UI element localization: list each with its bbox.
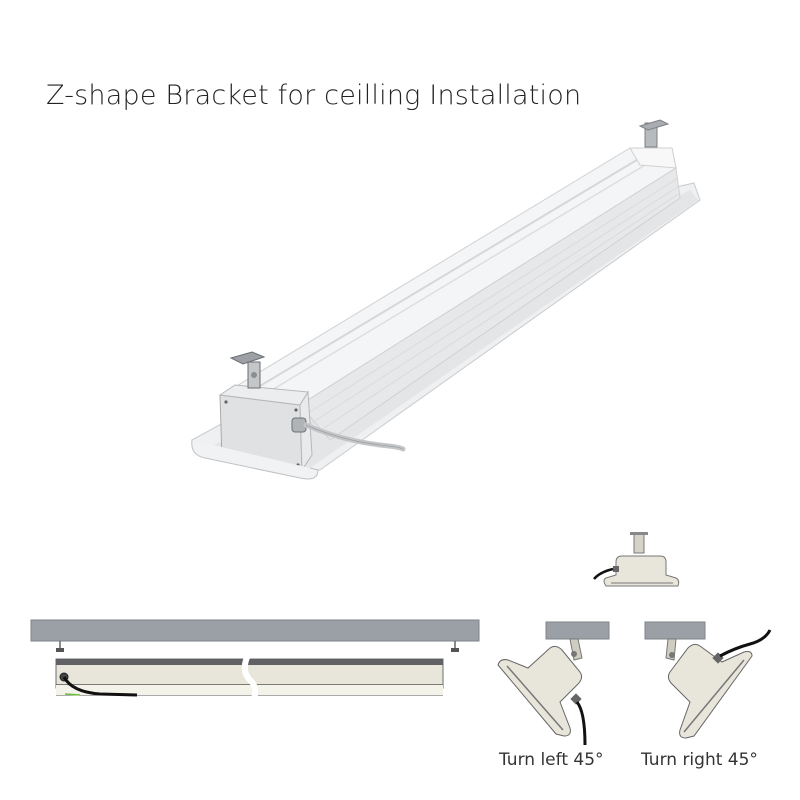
- page-title: Z-shape Bracket for ceilling Installatio…: [46, 80, 582, 111]
- far-bracket: [638, 119, 670, 148]
- ceiling-beam: [30, 619, 480, 642]
- caption-turn-left: Turn left 45°: [499, 750, 604, 770]
- near-bracket: [229, 351, 266, 389]
- caption-turn-right: Turn right 45°: [641, 750, 758, 770]
